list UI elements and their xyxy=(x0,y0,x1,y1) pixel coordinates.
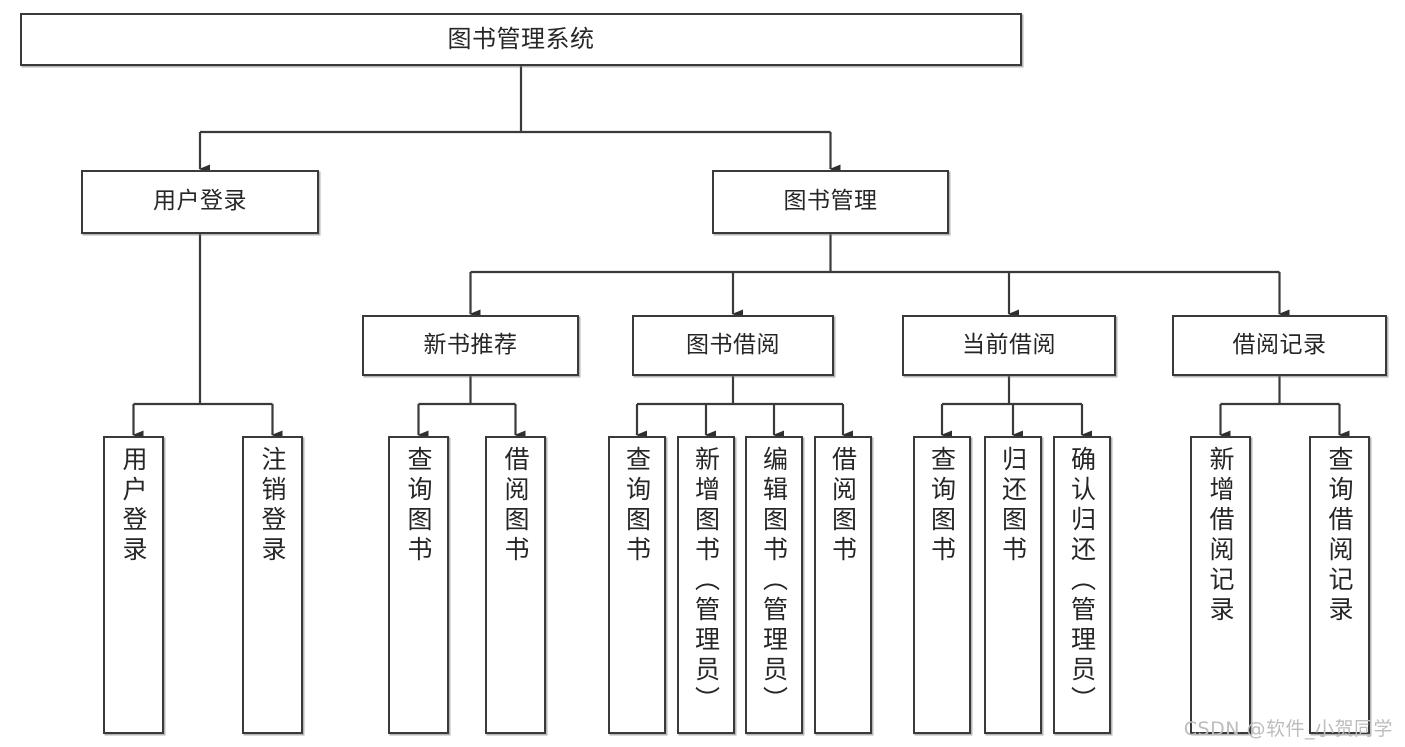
node-label: 图书管理 xyxy=(783,188,878,215)
node-l3-c2[interactable]: 新增图书（管理员） xyxy=(677,436,735,734)
node-label: 图书管理系统 xyxy=(447,25,595,54)
watermark-text: CSDN @软件_小贺同学 xyxy=(1183,718,1393,740)
node-label: 当前借阅 xyxy=(962,331,1056,358)
edge-layer xyxy=(132,66,1350,440)
node-label: 归还图书 xyxy=(998,446,1028,566)
node-label: 借阅图书 xyxy=(501,446,530,566)
node-l3-d1[interactable]: 查询图书 xyxy=(913,436,971,734)
node-l1-user[interactable]: 用户登录 xyxy=(81,170,319,234)
node-l3-c4[interactable]: 借阅图书 xyxy=(814,436,872,734)
node-root[interactable]: 图书管理系统 xyxy=(20,13,1022,66)
node-label: 新增图书（管理员） xyxy=(691,446,721,716)
node-label: 新书推荐 xyxy=(423,331,518,358)
node-label: 借阅记录 xyxy=(1232,331,1327,358)
node-label: 用户登录 xyxy=(119,446,148,566)
node-l2-new[interactable]: 新书推荐 xyxy=(362,315,579,376)
node-label: 图书借阅 xyxy=(686,331,780,358)
node-l2-record[interactable]: 借阅记录 xyxy=(1172,315,1387,376)
node-l3-c1[interactable]: 查询图书 xyxy=(608,436,666,734)
node-l3-c3[interactable]: 编辑图书（管理员） xyxy=(745,436,803,734)
node-label: 用户登录 xyxy=(153,188,247,215)
node-label: 查询图书 xyxy=(927,446,957,566)
node-l3-a1[interactable]: 用户登录 xyxy=(103,436,164,734)
node-l3-b1[interactable]: 查询图书 xyxy=(388,436,449,734)
node-l1-book[interactable]: 图书管理 xyxy=(712,170,949,234)
node-l2-borrow[interactable]: 图书借阅 xyxy=(632,315,834,376)
node-l3-a2[interactable]: 注销登录 xyxy=(242,436,303,734)
node-l3-e1[interactable]: 新增借阅记录 xyxy=(1190,436,1251,734)
node-label: 查询图书 xyxy=(622,446,652,566)
node-l3-e2[interactable]: 查询借阅记录 xyxy=(1309,436,1370,734)
node-label: 确认归还（管理员） xyxy=(1067,446,1097,716)
node-l3-d2[interactable]: 归还图书 xyxy=(984,436,1042,734)
node-label: 注销登录 xyxy=(258,446,287,566)
node-label: 编辑图书（管理员） xyxy=(759,446,789,716)
node-label: 借阅图书 xyxy=(828,446,858,566)
node-label: 查询图书 xyxy=(404,446,433,566)
node-l2-current[interactable]: 当前借阅 xyxy=(902,315,1116,376)
node-label: 新增借阅记录 xyxy=(1206,446,1235,626)
node-label: 查询借阅记录 xyxy=(1325,446,1354,626)
node-l3-d3[interactable]: 确认归还（管理员） xyxy=(1053,436,1111,734)
node-l3-b2[interactable]: 借阅图书 xyxy=(485,436,546,734)
